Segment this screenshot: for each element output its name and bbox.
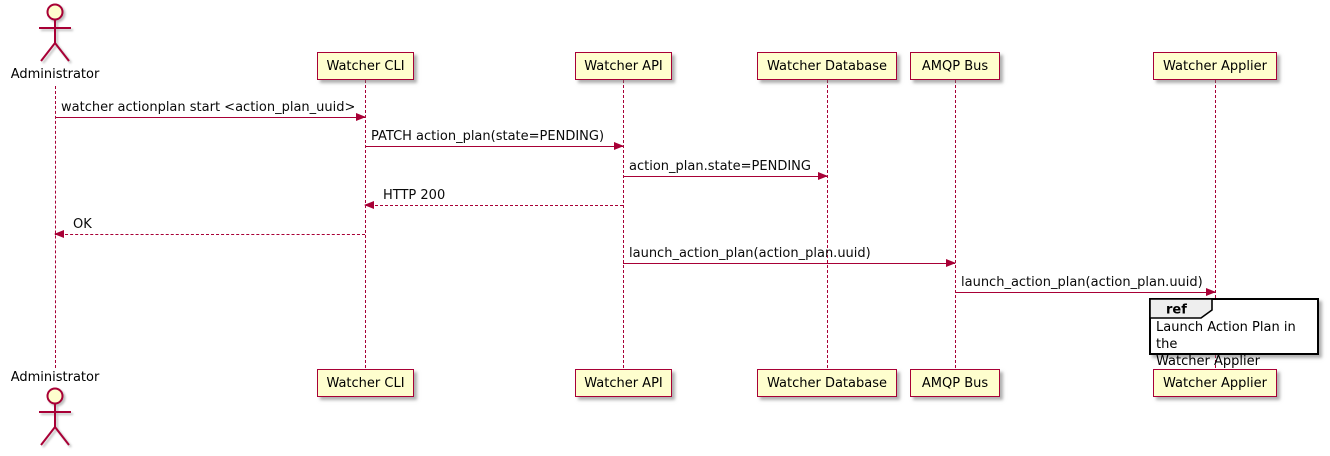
arrowhead-icon [614,142,624,150]
message-2-label: PATCH action_plan(state=PENDING) [371,129,605,144]
administrator-actor-icon-bottom [39,387,71,446]
message-1-label: watcher actionplan start <action_plan_uu… [61,100,356,115]
participant-top-amqp-bus: AMQP Bus [910,52,1000,80]
message-6-label: launch_action_plan(action_plan.uuid) [629,246,871,261]
lifeline-watcher-cli [365,80,366,368]
lifeline-watcher-database [827,80,828,368]
message-line [955,292,1215,293]
message-line [623,263,955,264]
ref-text: Launch Action Plan in the Watcher Applie… [1156,320,1296,369]
arrowhead-icon [946,259,956,267]
participant-top-watcher-cli: Watcher CLI [317,52,414,80]
ref-tab: ref [1149,298,1213,319]
message-3-label: action_plan.state=PENDING [629,159,811,174]
message-line [365,205,623,206]
administrator-actor-icon [39,3,71,62]
participant-top-watcher-database: Watcher Database [757,52,897,80]
administrator-label-bottom: Administrator [10,370,100,385]
lifeline-watcher-applier [1215,80,1216,368]
participant-top-watcher-applier: Watcher Applier [1153,52,1277,80]
lifeline-administrator [55,86,56,368]
participant-label: Watcher API [584,375,663,391]
ref-keyword: ref [1166,303,1187,318]
message-4-label: HTTP 200 [383,188,446,203]
message-line [365,146,623,147]
participant-label: AMQP Bus [921,375,989,391]
message-line [55,117,365,118]
participant-label: Watcher Applier [1163,58,1267,74]
message-5-label: OK [73,217,92,232]
participant-label: AMQP Bus [921,58,989,74]
participant-bottom-amqp-bus: AMQP Bus [910,369,1000,397]
arrowhead-icon [364,201,374,209]
arrowhead-icon [818,172,828,180]
participant-label: Watcher Database [767,375,887,391]
participant-bottom-watcher-cli: Watcher CLI [317,369,414,397]
administrator-label-top: Administrator [10,67,100,82]
arrowhead-icon [1206,288,1216,296]
arrowhead-icon [54,230,64,238]
ref-fragment: ref Launch Action Plan in the Watcher Ap… [1149,298,1319,369]
participant-bottom-watcher-applier: Watcher Applier [1153,369,1277,397]
participant-label: Watcher CLI [326,375,405,391]
lifeline-watcher-api [623,80,624,368]
participant-label: Watcher CLI [326,58,405,74]
message-7-label: launch_action_plan(action_plan.uuid) [961,275,1203,290]
arrowhead-icon [356,113,366,121]
participant-label: Watcher API [584,58,663,74]
lifeline-amqp-bus [955,80,956,368]
participant-bottom-watcher-api: Watcher API [575,369,672,397]
participant-top-watcher-api: Watcher API [575,52,672,80]
participant-bottom-watcher-database: Watcher Database [757,369,897,397]
participant-label: Watcher Applier [1163,375,1267,391]
message-line [623,176,827,177]
participant-label: Watcher Database [767,58,887,74]
message-line [55,234,365,235]
